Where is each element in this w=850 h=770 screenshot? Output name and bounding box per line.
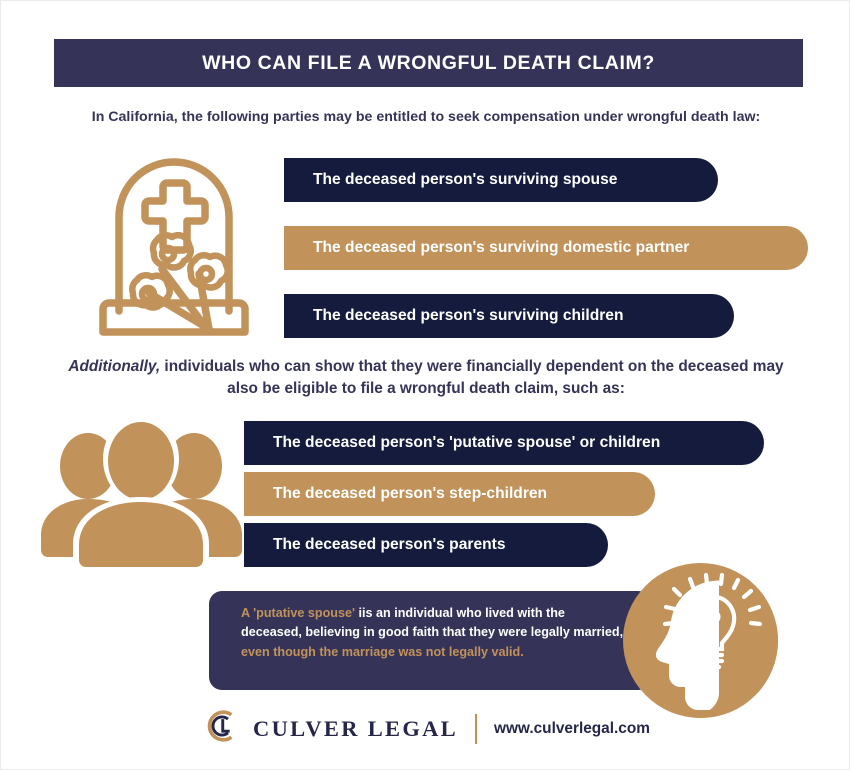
intro-text: In California, the following parties may…: [91, 109, 761, 125]
people-group-icon: [39, 415, 244, 569]
banner-label: The deceased person's 'putative spouse' …: [273, 434, 661, 451]
footer: CULVER LEGAL www.culverlegal.com: [1, 707, 849, 750]
callout-highlight-1: A 'putative spouse': [241, 606, 355, 620]
banner-item: The deceased person's surviving children: [284, 294, 734, 338]
header-bar: WHO CAN FILE A WRONGFUL DEATH CLAIM?: [54, 39, 803, 87]
banner-label: The deceased person's surviving spouse: [313, 171, 618, 188]
culver-legal-logo-icon: [202, 707, 240, 750]
brand-name: CULVER LEGAL: [253, 715, 458, 741]
logo-divider: [474, 713, 477, 744]
head-lightbulb-icon: [623, 563, 778, 718]
additionally-lead: Additionally,: [68, 358, 161, 375]
banner-label: The deceased person's surviving domestic…: [313, 239, 690, 256]
banner-label: The deceased person's surviving children: [313, 307, 624, 324]
banner-label: The deceased person's step-children: [273, 485, 548, 502]
page-title: WHO CAN FILE A WRONGFUL DEATH CLAIM?: [202, 51, 655, 74]
additionally-rest: individuals who can show that they were …: [160, 358, 784, 397]
callout-highlight-2: even though the marriage was not legally…: [241, 644, 524, 659]
website-url[interactable]: www.culverlegal.com: [493, 719, 650, 737]
additionally-paragraph: Additionally, individuals who can show t…: [56, 356, 796, 400]
banner-label: The deceased person's parents: [273, 536, 506, 553]
callout-body: iis an individual who lived with the dec…: [241, 606, 624, 640]
tombstone-icon: [89, 143, 274, 338]
banner-item: The deceased person's surviving spouse: [284, 158, 718, 202]
banner-item: The deceased person's surviving domestic…: [284, 226, 808, 270]
banner-item: The deceased person's parents: [244, 523, 608, 567]
putative-spouse-callout: A 'putative spouse' iis an individual wh…: [209, 591, 651, 690]
banner-item: The deceased person's 'putative spouse' …: [244, 421, 764, 465]
callout-text: A 'putative spouse' iis an individual wh…: [241, 604, 626, 662]
banner-item: The deceased person's step-children: [244, 472, 655, 516]
